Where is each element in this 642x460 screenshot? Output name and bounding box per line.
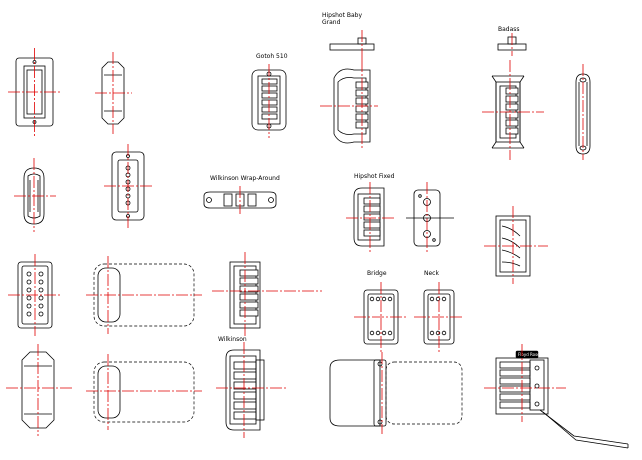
floyd-rose-saddles [499, 361, 531, 409]
humbucker-top-view [8, 254, 62, 336]
wilkinson-hardtail-bridge [212, 252, 322, 336]
hipshot-baby-grand-top [329, 30, 375, 60]
humbucker-side-profile-large [6, 344, 72, 436]
neck-pickup-poles [429, 296, 447, 336]
wilkinson-tremolo-saddles [233, 361, 257, 420]
humbucker-cover-large [329, 352, 463, 434]
humbucker-ring-top-view [8, 48, 60, 136]
hipshot-fixed-bridge [346, 182, 396, 252]
tremolo-arm [539, 409, 629, 445]
single-coil-side-profile [14, 158, 56, 232]
hipshot-fixed-saddles [363, 197, 381, 237]
label-wilkinson-wrap-around: Wilkinson Wrap-Around [210, 175, 280, 182]
badass-bridge [482, 60, 544, 160]
label-hipshot-baby-line2: Grand [322, 19, 341, 26]
wilkinson-tremolo-bridge [216, 342, 286, 438]
label-hipshot-fixed: Hipshot Fixed [354, 173, 395, 180]
badass-side-profile [575, 64, 591, 160]
tremolo-rear-view [484, 206, 548, 284]
humbucker-side-profile [95, 52, 132, 134]
label-hipshot-baby-line1: Hipshot Baby [322, 12, 362, 19]
label-badass: Badass [498, 26, 520, 33]
label-neck: Neck [424, 270, 439, 277]
wilkinson-hardtail-saddles [239, 269, 259, 317]
pickup-cover-dashed-row4 [86, 354, 202, 430]
wilkinson-wrap-around-bridge [203, 186, 277, 214]
badass-saddles [505, 87, 519, 135]
badass-top-view [497, 33, 527, 56]
bridge-pickup-top-view [354, 282, 408, 352]
single-coil-top-view [104, 144, 152, 228]
gotoh-510-bridge [251, 64, 287, 138]
label-wilkinson: Wilkinson [218, 336, 247, 343]
hipshot-fixed-rear-view [406, 182, 454, 252]
hipshot-baby-grand-bridge [320, 60, 378, 150]
bridge-pickup-poles [369, 296, 393, 336]
gotoh-saddles [261, 78, 278, 120]
label-bridge: Bridge [367, 270, 387, 277]
floyd-rose-tremolo: Floyd Rose [484, 344, 629, 449]
label-gotoh-510: Gotoh 510 [256, 53, 288, 60]
humbucker-pole-pieces [26, 271, 44, 317]
label-floyd-badge: Floyd Rose [518, 352, 540, 357]
pickup-cover-dashed-row3 [86, 256, 202, 334]
neck-pickup-top-view [414, 282, 464, 352]
